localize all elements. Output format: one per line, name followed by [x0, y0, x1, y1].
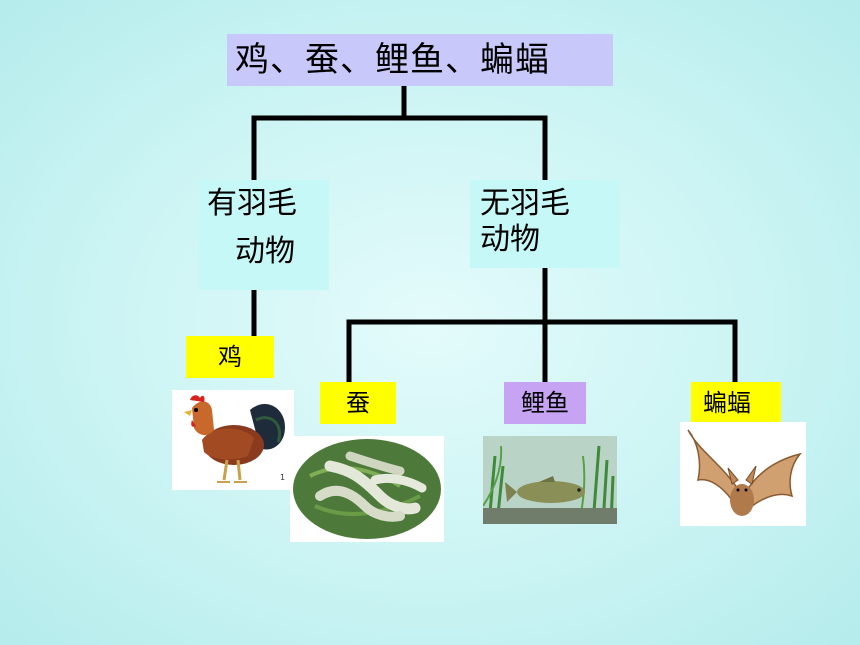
category-feathered-line2: 动物	[235, 234, 295, 269]
root-label: 鸡、蚕、鲤鱼、蝙蝠	[235, 40, 550, 80]
leaf-bat: 蝙蝠	[691, 382, 781, 424]
category-featherless: 无羽毛 动物	[470, 180, 620, 268]
rooster-photo: 1	[172, 390, 294, 490]
leaf-carp: 鲤鱼	[504, 382, 586, 424]
carp-photo	[483, 436, 617, 524]
leaf-chicken: 鸡	[186, 336, 274, 378]
category-feathered-line1: 有羽毛	[207, 186, 297, 221]
bat-photo	[680, 422, 806, 526]
silkworm-photo	[290, 436, 444, 542]
rooster-caption: 1	[280, 473, 285, 482]
leaf-bat-label: 蝙蝠	[703, 389, 751, 417]
category-feathered: 有羽毛 动物	[199, 180, 329, 290]
leaf-silkworm: 蚕	[320, 382, 396, 424]
leaf-silkworm-label: 蚕	[346, 389, 370, 417]
category-featherless-line1: 无羽毛	[480, 186, 570, 221]
leaf-chicken-label: 鸡	[218, 343, 242, 371]
category-featherless-line2: 动物	[480, 222, 540, 257]
root-node: 鸡、蚕、鲤鱼、蝙蝠	[227, 34, 613, 86]
leaf-carp-label: 鲤鱼	[521, 389, 569, 417]
